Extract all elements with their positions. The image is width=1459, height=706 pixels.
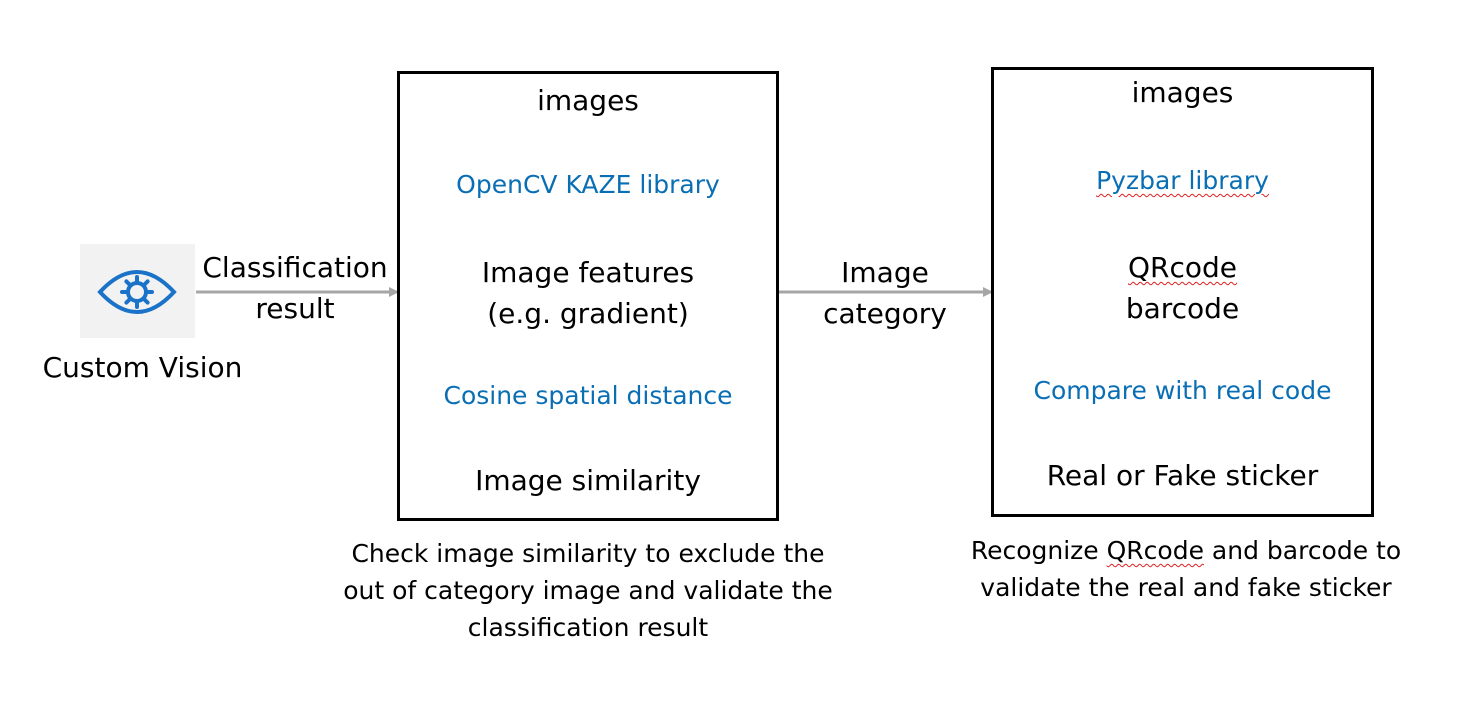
sticker-validation-box — [991, 67, 1374, 517]
image-similarity-output: Image similarity — [475, 464, 701, 497]
similarity-input-images: images — [537, 84, 639, 117]
compare-real-code-label: Compare with real code — [1033, 376, 1332, 405]
eye-gear-icon — [97, 270, 177, 314]
image-features-node: Image features (e.g. gradient) — [481, 256, 695, 330]
image-category-label: Image category — [823, 256, 947, 330]
real-or-fake-output: Real or Fake sticker — [1046, 459, 1319, 492]
custom-vision-icon-tile — [80, 244, 195, 338]
cosine-distance-label: Cosine spatial distance — [443, 381, 733, 410]
similarity-process-box — [397, 71, 779, 521]
opencv-kaze-library-label: OpenCV KAZE library — [456, 170, 720, 199]
pyzbar-library-label: Pyzbar library — [1096, 166, 1269, 195]
qrcode-barcode-node: QRcode barcode — [1125, 251, 1240, 325]
sticker-caption: Recognize QRcode and barcode to validate… — [970, 536, 1402, 602]
sticker-input-images: images — [1131, 76, 1234, 109]
classification-result-label: Classification result — [202, 251, 388, 325]
similarity-caption: Check image similarity to exclude the ou… — [343, 539, 833, 642]
custom-vision-label: Custom Vision — [42, 351, 243, 384]
